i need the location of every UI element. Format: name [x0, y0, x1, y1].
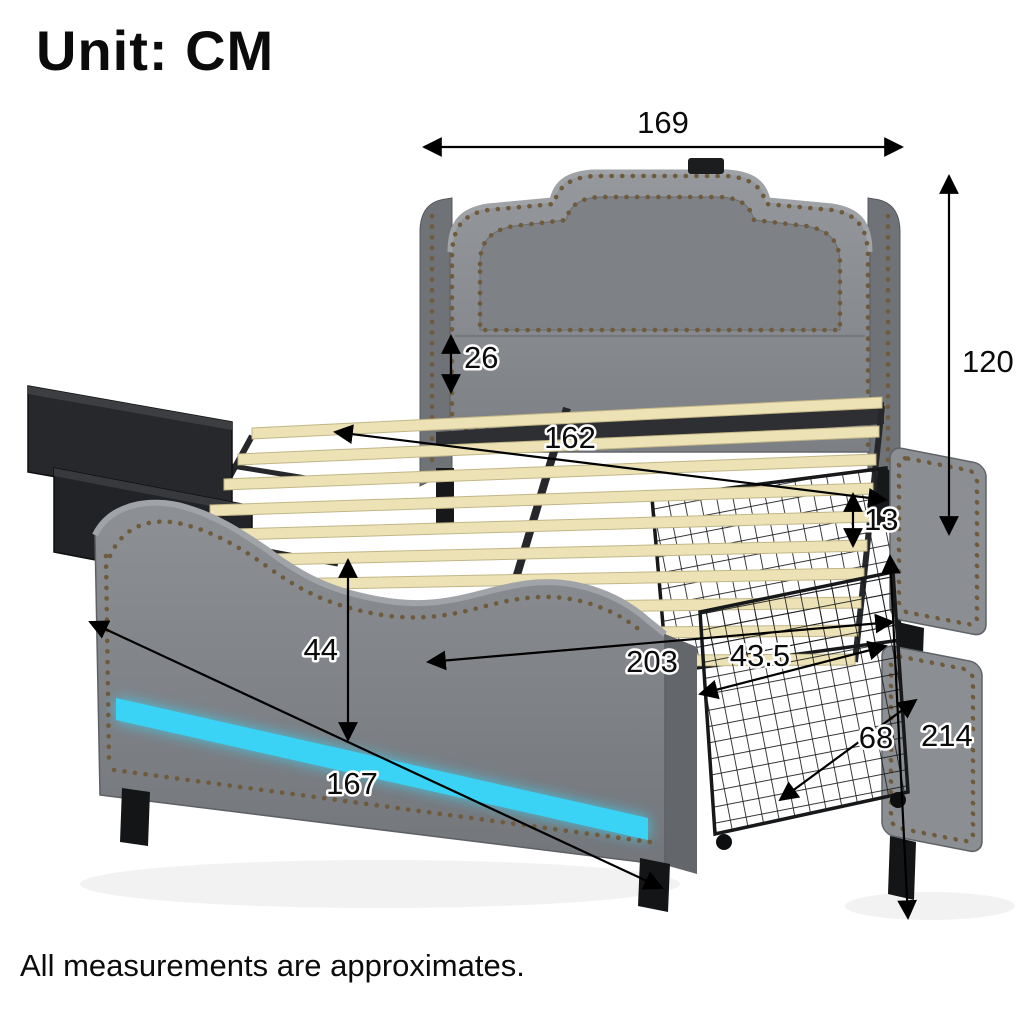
nailhead-trim-right-drawer-1 — [896, 455, 980, 627]
dim-label-drawer-length: 68 — [859, 720, 893, 755]
floor-shadow — [845, 892, 1015, 920]
dim-label-drawer-width: 43.5 — [730, 638, 790, 673]
dim-label-headboard-width: 169 — [637, 105, 689, 140]
drawer-wheel — [716, 834, 732, 850]
dim-slat-area-width: 162 — [333, 418, 888, 508]
left-drawer-front-1-edge — [28, 386, 232, 430]
headboard — [419, 158, 901, 528]
dim-drawer-width: 43.5 — [698, 636, 888, 700]
dim-label-footboard-width: 167 — [326, 766, 378, 801]
wire-drawer-front — [698, 569, 910, 850]
dim-label-overall-length: 214 — [921, 718, 973, 753]
dim-headboard-rail-height: 26 — [441, 334, 501, 394]
footboard-end-cap — [665, 634, 697, 874]
dim-overall-length: 214 — [880, 554, 975, 920]
unit-label: Unit: CM — [36, 19, 275, 82]
right-drawer-front-1 — [889, 447, 987, 680]
headboard-wing-right — [867, 197, 901, 487]
left-drawer-front-2-edge — [54, 468, 252, 514]
dim-label-headboard-height: 120 — [962, 344, 1014, 379]
nailhead-trim-footboard-top — [107, 519, 646, 636]
footboard-leg-left — [120, 788, 150, 846]
dim-headboard-height: 120 — [939, 174, 1016, 536]
footnote: All measurements are approximates. — [20, 948, 525, 983]
headboard-wing-left — [419, 197, 453, 487]
nailhead-trim-arch — [449, 173, 871, 449]
footboard — [92, 499, 697, 912]
dim-slat-clearance: 13 — [843, 492, 901, 548]
footboard-top-rim — [92, 499, 667, 637]
dimension-annotations: 169 120 26 162 13 44 — [88, 103, 1016, 920]
dim-headboard-width: 169 — [422, 103, 904, 157]
dim-label-slat-area-width: 162 — [544, 420, 596, 455]
nailhead-trim-inner — [477, 194, 843, 333]
drawer-wheel — [890, 792, 906, 808]
right-drawer-leg-2 — [888, 836, 916, 900]
charging-hub — [688, 158, 724, 174]
headboard-top-rim — [447, 169, 873, 253]
dim-label-interior-length: 203 — [626, 644, 678, 679]
dim-footboard-width: 167 — [88, 620, 664, 890]
dim-label-footboard-panel-height: 44 — [304, 632, 338, 667]
dim-label-headboard-rail-height: 26 — [464, 340, 498, 375]
dim-label-slat-clearance: 13 — [864, 502, 898, 537]
floor-shadow — [80, 860, 680, 908]
